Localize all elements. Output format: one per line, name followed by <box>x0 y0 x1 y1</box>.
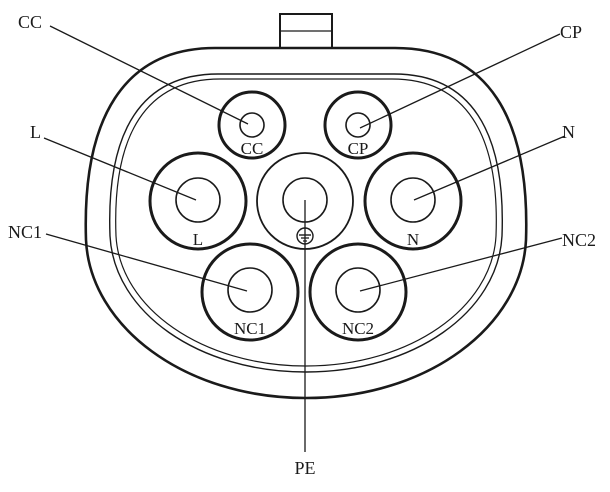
nc2-callout-label: NC2 <box>562 230 596 250</box>
nc2-pin-housing <box>308 242 408 342</box>
cp-leader-line <box>359 33 561 129</box>
n-pin-label: N <box>407 230 419 249</box>
l-pin-contact <box>175 177 221 223</box>
cc-pin-label: CC <box>241 139 264 158</box>
nc1-pin-contact <box>227 267 273 313</box>
cp-pin-housing <box>323 90 393 160</box>
n-callout-label: N <box>562 122 575 142</box>
cc-leader-line <box>49 25 249 125</box>
n-pin-housing <box>363 151 463 251</box>
housing-outline-innermost <box>115 78 497 367</box>
n-pin-contact <box>390 177 436 223</box>
nc1-pin-housing <box>200 242 300 342</box>
nc2-pin-contact <box>335 267 381 313</box>
nc2-leader-line <box>359 237 563 292</box>
l-leader-line <box>43 137 197 201</box>
cp-callout-label: CP <box>560 22 582 42</box>
cp-pin-contact <box>345 112 371 138</box>
housing-outline-inner <box>109 73 503 373</box>
l-pin-housing <box>148 151 248 251</box>
n-leader-line <box>413 135 566 201</box>
housing-outline-outer <box>84 46 528 400</box>
cc-pin-contact <box>239 112 265 138</box>
l-pin-label: L <box>193 230 203 249</box>
nc1-callout-label: NC1 <box>8 222 42 242</box>
nc1-pin-label: NC1 <box>234 319 266 338</box>
nc1-leader-line <box>45 233 248 292</box>
cp-pin-label: CP <box>348 139 369 158</box>
l-callout-label: L <box>30 122 41 142</box>
pe-callout-label: PE <box>294 458 315 478</box>
nc2-pin-label: NC2 <box>342 319 374 338</box>
cc-pin-housing <box>217 90 287 160</box>
cc-callout-label: CC <box>18 12 42 32</box>
